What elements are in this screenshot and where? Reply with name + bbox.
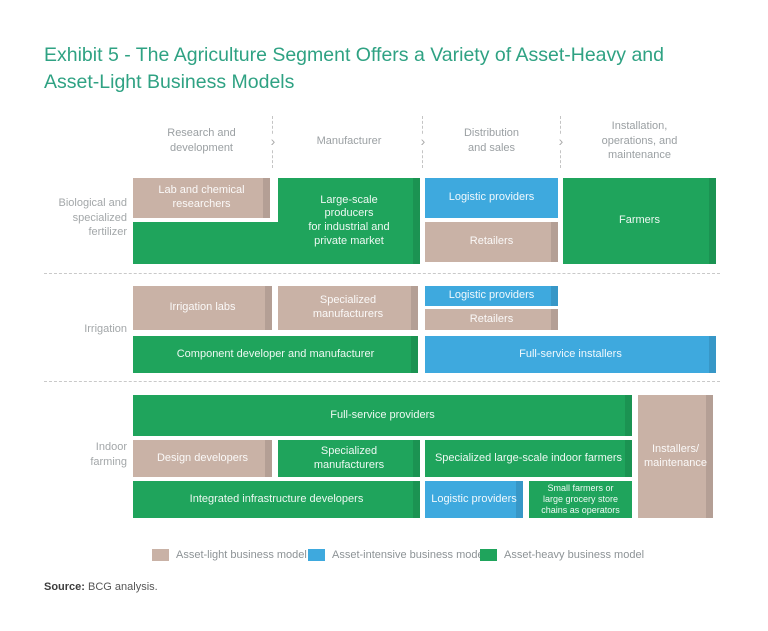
source-label: Source:	[44, 581, 85, 593]
chevron-right-icon: ›	[556, 134, 566, 149]
column-header-distribution-sales: Distribution and sales	[463, 127, 520, 154]
column-header-manufacturer: Manufacturer	[316, 134, 382, 147]
box-specialized-large-scale-indoor-farmers: Specialized large-scale indoor farmers	[425, 440, 632, 477]
box-design-developers: Design developers	[133, 440, 272, 477]
column-separator: ›	[268, 116, 278, 168]
box-full-service-installers: Full-service installers	[425, 336, 716, 373]
column-separator: ›	[418, 116, 428, 168]
row-separator	[44, 381, 720, 382]
box-logistic-providers-fertilizer: Logistic providers	[425, 178, 558, 218]
box-logistic-providers-irrigation: Logistic providers	[425, 286, 558, 306]
box-retailers-irrigation: Retailers	[425, 309, 558, 330]
box-specialized-manufacturers-indoor: Specialized manufacturers	[278, 440, 420, 477]
box-large-scale-producers: Large-scale producers for industrial and…	[278, 178, 420, 264]
box-farmers: Farmers	[563, 178, 716, 264]
source-note: Source: BCG analysis.	[44, 581, 158, 593]
page-title: Exhibit 5 - The Agriculture Segment Offe…	[44, 44, 664, 94]
box-component-developer-manufacturer: Component developer and manufacturer	[133, 336, 418, 373]
legend-item-asset-light: Asset-light business model	[152, 549, 307, 561]
row-separator	[44, 273, 720, 274]
legend-item-asset-intensive: Asset-intensive business model	[308, 549, 486, 561]
box-specialized-manufacturers-irrigation: Specialized manufacturers	[278, 286, 418, 330]
legend-label: Asset-heavy business model	[504, 549, 645, 561]
column-header-research-development: Research and development	[167, 127, 236, 154]
chevron-right-icon: ›	[268, 134, 278, 149]
column-separator: ›	[556, 116, 566, 168]
row-label-indoor-farming: Indoor farming	[90, 441, 127, 468]
row-label-biological-fertilizer: Biological and specialized fertilizer	[58, 197, 128, 239]
box-retailers-fertilizer: Retailers	[425, 222, 558, 262]
box-integrated-infrastructure-developers: Integrated infrastructure developers	[133, 481, 420, 518]
box-logistic-providers-indoor: Logistic providers	[425, 481, 523, 518]
box-large-scale-producers-extension	[133, 222, 279, 264]
box-irrigation-labs: Irrigation labs	[133, 286, 272, 330]
box-lab-and-chemical-researchers: Lab and chemical researchers	[133, 178, 270, 218]
legend-label: Asset-light business model	[176, 549, 307, 561]
box-small-farmers-grocery-operators: Small farmers or large grocery store cha…	[529, 481, 632, 518]
box-installers-maintenance: Installers/ maintenance	[638, 395, 713, 518]
asset-light-swatch-icon	[152, 549, 169, 561]
asset-heavy-swatch-icon	[480, 549, 497, 561]
legend-item-asset-heavy: Asset-heavy business model	[480, 549, 644, 561]
chevron-right-icon: ›	[418, 134, 428, 149]
source-text: BCG analysis.	[84, 581, 158, 593]
box-full-service-providers: Full-service providers	[133, 395, 632, 436]
column-header-installation-operations: Installation, operations, and maintenanc…	[601, 119, 678, 162]
asset-intensive-swatch-icon	[308, 549, 325, 561]
legend-label: Asset-intensive business model	[332, 549, 487, 561]
row-label-irrigation: Irrigation	[84, 323, 127, 335]
